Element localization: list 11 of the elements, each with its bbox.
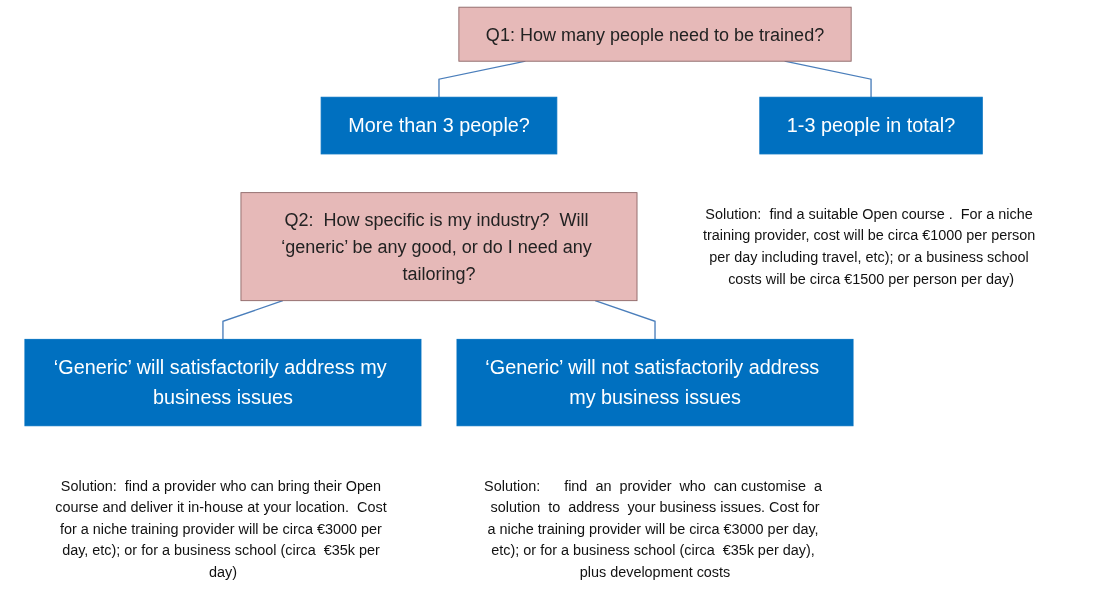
- node-label: Solution: find a provider who can bring their Open course and deliver it in-house at your location. Cost for a niche training provider will be circa €3000 per day, etc); or for a business school (circa €35k per day): [55, 477, 387, 580]
- node-box: More than 3 people?: [320, 96, 558, 155]
- node-box: 1-3 people in total?: [759, 96, 983, 155]
- node-box: Q1: How many people need to be trained?: [458, 6, 852, 62]
- connector: [222, 299, 284, 341]
- connector: [594, 299, 656, 341]
- node-box: ‘Generic’ will not satisfactorily address my business issues: [456, 338, 854, 427]
- node-box: ‘Generic’ will satisfactorily address my business issues: [24, 338, 422, 427]
- node-box: Q2: How specific is my industry? Will ‘generic’ be any good, or do I need any tailoring?: [240, 192, 638, 302]
- node-label: Solution: find a suitable Open course . For a niche training provider, cost will be circa €1000 per person per day including travel, etc); or a business school costs will be circa €1500 per person per day): [702, 206, 1036, 287]
- node-label: Solution: find an provider who can customise a solution to address your business issues. Cost for a niche training provider will be circa €3000 per day, etc); or for a business school (circa €35k per day), plus development costs: [484, 477, 822, 580]
